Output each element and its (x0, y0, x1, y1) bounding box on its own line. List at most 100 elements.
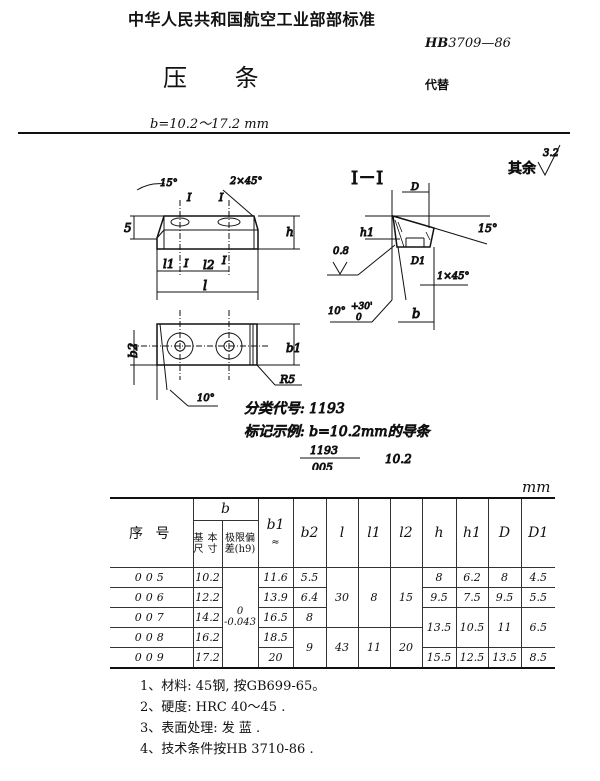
cell-b1: 13.9 (257, 586, 294, 608)
D1-label: D1 (410, 256, 425, 267)
taper-tol-lower: 0 (356, 313, 362, 323)
cell-h1: 6.2 (455, 566, 489, 588)
cell-D: 13.5 (487, 646, 522, 668)
size-range: b=10.2～17.2 mm (150, 117, 269, 132)
front-view (130, 183, 300, 300)
header-h1: h1 (455, 497, 489, 568)
D-label: D (410, 182, 419, 193)
section-chamfer-label: 1×45° (437, 271, 469, 282)
section-mark-bottom-right: I (221, 254, 227, 267)
cell-seq: 008 (110, 626, 194, 648)
cell-b2: 5.5 (292, 566, 327, 588)
b-label: b (412, 307, 420, 322)
table-row: 006 12.2 13.9 6.4 9.5 7.5 9.5 5.5 (110, 586, 555, 608)
surface-roughness-value: 3.2 (543, 148, 559, 159)
cell-D1: 6.5 (520, 606, 555, 648)
header-D: D (487, 497, 522, 568)
replaces-label: 代替 (425, 78, 450, 92)
standard-number: HB3709—86 (425, 36, 511, 51)
cell-b: 16.2 (192, 626, 223, 648)
section-angle-label: 15° (478, 222, 498, 235)
marking-example: 标记示例: b=10.2mm的导条 (244, 424, 431, 440)
dimension-table: 序 号 b b1≈ b2 l l1 l2 h h1 D D1 基本尺寸 极限偏差… (110, 497, 555, 669)
cell-b1: 16.5 (257, 606, 294, 628)
cell-seq: 006 (110, 586, 194, 608)
section-mark-bottom-left: I (183, 257, 189, 270)
cell-b: 12.2 (192, 586, 223, 608)
table-row: 009 17.2 20 15.5 12.5 13.5 8.5 (110, 646, 555, 668)
header-seq: 序 号 (110, 497, 194, 568)
section-mark-right: I (218, 191, 224, 204)
cell-b: 14.2 (192, 606, 223, 628)
note-item: 3、表面处理: 发 蓝 . (140, 721, 261, 736)
cell-D: 11 (487, 606, 522, 648)
header-l2: l2 (389, 497, 423, 568)
roughness-symbol-icon (537, 144, 561, 177)
cell-l: 30 (325, 566, 359, 628)
cell-b1: 20 (257, 646, 294, 668)
note-item: 4、技术条件按HB 3710-86 . (140, 742, 314, 757)
front-chamfer-label: 2×45° (229, 176, 262, 187)
cell-h1: 10.5 (455, 606, 489, 648)
marking-value: 10.2 (385, 452, 412, 466)
cell-h1: 7.5 (455, 586, 489, 608)
standard-prefix: HB (425, 36, 449, 51)
h-label: h (286, 225, 294, 239)
cell-D: 9.5 (487, 586, 522, 608)
section-mark-left: I (186, 191, 192, 204)
cell-h: 9.5 (421, 586, 457, 608)
header-b-tolerance: 极限偏差(h9) (221, 519, 258, 568)
h1-label: h1 (360, 226, 374, 239)
technical-notes: 1、材料: 45钢, 按GB699-65。 2、硬度: HRC 40～45 . … (140, 676, 325, 760)
header-l: l (325, 497, 359, 568)
cell-b2: 9 (292, 626, 327, 668)
part-name: 压 条 (163, 64, 259, 92)
table-row: 005 10.2 0-0.043 11.6 5.5 30 8 15 8 6.2 … (110, 566, 555, 668)
cell-tolerance: 0-0.043 (221, 566, 259, 668)
cell-seq: 007 (110, 606, 194, 628)
r5-label: R5 (279, 373, 295, 386)
unit-label: mm (522, 478, 551, 496)
standard-number-value: 3709—86 (448, 36, 511, 51)
cell-l2: 15 (389, 566, 423, 628)
surface-rest-label: 其余 (508, 160, 536, 177)
header-b2: b2 (292, 497, 327, 568)
standard-organization: 中华人民共和国航空工业部部标准 (128, 10, 376, 29)
cell-b: 17.2 (192, 646, 223, 668)
header-rule (18, 132, 570, 134)
cell-l: 43 (325, 626, 359, 668)
cell-l1: 8 (357, 566, 391, 628)
table-row: 008 16.2 18.5 9 43 11 20 (110, 626, 555, 668)
l2-label: l2 (203, 258, 214, 272)
l-label: l (203, 279, 207, 294)
cell-h: 8 (421, 566, 457, 588)
marking-numerator: 1193 (310, 444, 338, 457)
section-view (327, 183, 490, 330)
cell-D: 8 (487, 566, 522, 588)
header-b1: b1≈ (257, 497, 294, 568)
header-h: h (421, 497, 457, 568)
cell-b2: 8 (292, 606, 327, 628)
taper-angle-label: 10° (328, 306, 346, 317)
cell-b2: 6.4 (292, 586, 327, 608)
classification-code: 分类代号: 1193 (244, 401, 345, 417)
marking-denominator: 005 (312, 461, 333, 470)
height-5-label: 5 (124, 221, 132, 235)
section-title: I－I (351, 168, 383, 189)
note-item: 2、硬度: HRC 40～45 . (140, 700, 286, 715)
header-b: b (192, 497, 259, 521)
note-item: 1、材料: 45钢, 按GB699-65。 (140, 679, 326, 694)
b2-label: b2 (126, 343, 140, 358)
cell-D1: 8.5 (520, 646, 555, 668)
header-b-basic: 基本尺寸 (193, 519, 223, 568)
header-l1: l1 (357, 497, 391, 568)
header-D1: D1 (520, 497, 555, 568)
cell-l2: 20 (389, 626, 422, 668)
cell-D1: 4.5 (520, 566, 555, 588)
cell-h1: 12.5 (455, 646, 489, 668)
b1-label: b1 (286, 341, 301, 355)
cell-b1: 18.5 (257, 626, 294, 648)
cell-h: 15.5 (421, 646, 457, 668)
cell-D1: 5.5 (520, 586, 555, 608)
